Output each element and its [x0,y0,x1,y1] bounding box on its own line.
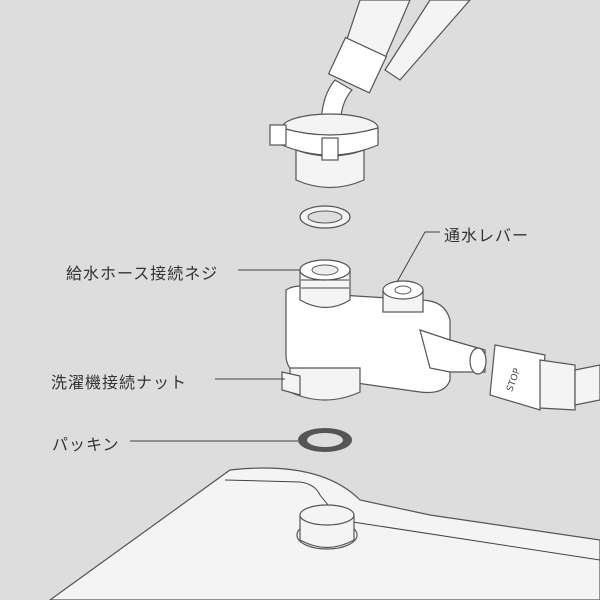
bottom-packing [298,428,352,452]
label-hose-screw: 給水ホース接続ネジ [66,264,219,283]
label-lever: 通水レバー [444,226,530,245]
hose-connector: STOP [489,344,600,411]
faucet-hose [320,0,471,141]
adapter-body [281,259,487,401]
label-washer-nut: 洗濯機接続ナット [51,373,188,392]
lever-leader-line [396,231,440,283]
label-packing: パッキン [52,435,120,454]
washing-machine-top [48,467,600,600]
faucet-cap [269,113,379,189]
